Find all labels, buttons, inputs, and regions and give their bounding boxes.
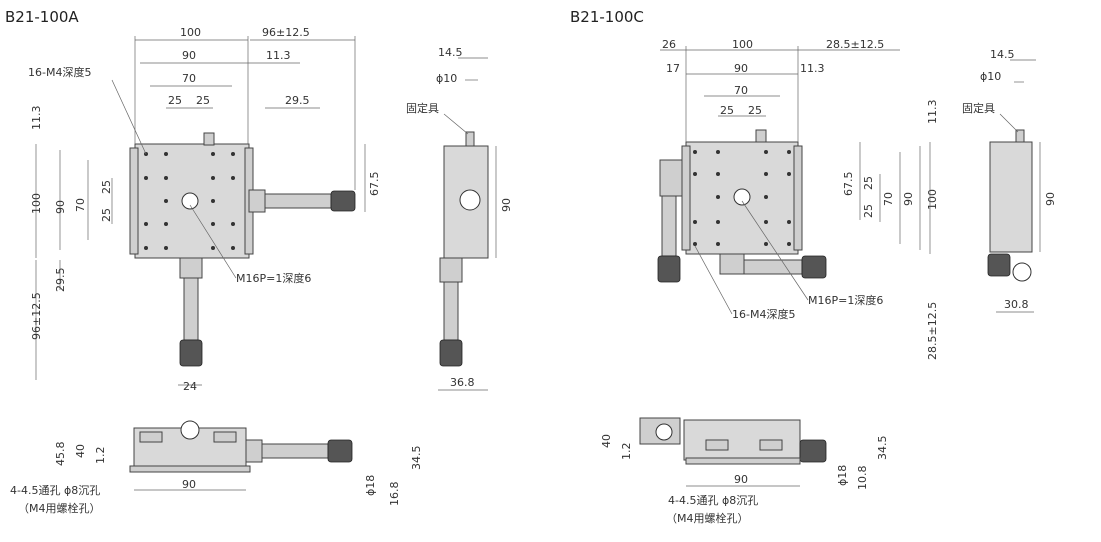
- dimension-label: 100: [926, 189, 939, 210]
- dimension-label: 90: [734, 473, 748, 486]
- dimension-label: ϕ10: [436, 72, 457, 85]
- dimension-label: 67.5: [368, 172, 381, 197]
- title-b21-100a: B21-100A: [5, 8, 79, 26]
- dimension-label: 90: [182, 478, 196, 491]
- dimension-label: 96±12.5: [262, 26, 310, 39]
- dimension-label: 29.5: [285, 94, 310, 107]
- dimension-label: 70: [74, 198, 87, 212]
- dimension-label: 11.3: [800, 62, 825, 75]
- dimension-label: 90: [1044, 192, 1057, 206]
- top-view-a: [129, 132, 356, 367]
- left-dims-a: 11.3 100 90 70 25 25 29.5 96±12.5 67.5: [30, 106, 381, 380]
- mount-label-c: 4-4.5通孔 ϕ8沉孔: [668, 494, 758, 507]
- dimension-label: 30.8: [1004, 298, 1029, 311]
- dimension-label: 90: [54, 200, 67, 214]
- dimension-label: 40: [600, 434, 613, 448]
- dimension-label: 96±12.5: [30, 292, 43, 340]
- top-dims-a: 100 96±12.5 90 11.3 70 25 25 29.5: [134, 26, 356, 190]
- dimension-label: 25: [748, 104, 762, 117]
- dimension-label: 90: [500, 198, 513, 212]
- dimension-label: 90: [182, 49, 196, 62]
- dimension-label: 14.5: [438, 46, 463, 59]
- dimension-label: 17: [666, 62, 680, 75]
- dimension-label: 11.3: [926, 100, 939, 125]
- front-view-a: 34.5 45.8 40 1.2 90 34.5 ϕ18 16.8 4-4.5通…: [10, 420, 423, 515]
- dimension-label: 25: [196, 94, 210, 107]
- dimension-label: （M4用螺栓孔）: [18, 501, 101, 515]
- side-view-a: 14.5 ϕ10 90 36.8 固定具: [406, 46, 513, 391]
- dimension-label: 100: [732, 38, 753, 51]
- dimension-label: 25: [862, 204, 875, 218]
- dimension-label: 90: [734, 62, 748, 75]
- dimension-label: 34.5: [410, 446, 423, 471]
- dimension-label: 70: [182, 72, 196, 85]
- dimension-label: 26: [662, 38, 676, 51]
- holes-label-a: 16-M4深度5: [28, 65, 91, 79]
- dimension-label: 1.2: [94, 447, 107, 465]
- front-view-c: 40 1.2 90 34.5 ϕ18 10.8 4-4.5通孔 ϕ8沉孔 （M4…: [600, 417, 889, 525]
- fix-label-a: 固定具: [406, 101, 439, 115]
- top-view-c: [657, 129, 827, 283]
- micrometer-knob-y[interactable]: [179, 339, 203, 367]
- dimension-label: 1.2: [620, 443, 633, 461]
- dimension-label: ϕ10: [980, 70, 1001, 83]
- dimension-label: 67.5: [842, 172, 855, 197]
- holes-label-c: 16-M4深度5: [732, 307, 795, 321]
- dimension-label: 90: [902, 192, 915, 206]
- dimension-label: 70: [734, 84, 748, 97]
- dimension-label: 14.5: [990, 48, 1015, 61]
- dimension-label: 34.5: [876, 436, 889, 461]
- dimension-label: 25: [720, 104, 734, 117]
- dimension-label: 25: [100, 208, 113, 222]
- mount-label-a: 4-4.5通孔 ϕ8沉孔: [10, 484, 100, 497]
- center-hole: [181, 192, 199, 210]
- dimension-label: 100: [30, 193, 43, 214]
- dimension-label: 11.3: [266, 49, 291, 62]
- m4-holes: [144, 152, 235, 250]
- dimension-label: 10.8: [856, 466, 869, 491]
- dimension-label: 25: [862, 176, 875, 190]
- dimension-label: 70: [882, 192, 895, 206]
- dimension-label: 29.5: [54, 268, 67, 293]
- dimension-label: （M4用螺栓孔）: [666, 511, 749, 525]
- dimension-label: 16.8: [388, 482, 401, 507]
- side-view-c: 14.5 ϕ10 90 30.8 固定具: [962, 48, 1057, 313]
- dimension-label: 45.8: [54, 442, 67, 467]
- dimension-label: 24: [183, 380, 197, 393]
- micrometer-knob-x[interactable]: [330, 190, 356, 212]
- dimension-label: ϕ18: [364, 475, 377, 496]
- center-label-c: M16P=1深度6: [808, 293, 883, 307]
- dimension-label: ϕ18: [836, 465, 849, 486]
- title-b21-100c: B21-100C: [570, 8, 644, 26]
- top-dims-c: 26 100 28.5±12.5 17 90 11.3 70 25 25: [660, 38, 900, 142]
- center-label-a: M16P=1深度6: [236, 271, 311, 285]
- dimension-label: 100: [180, 26, 201, 39]
- right-dims-c: 11.3 67.5 25 25 70 90 100 28.5±12.5: [842, 100, 939, 361]
- dimension-label: 25: [100, 180, 113, 194]
- dimension-label: 25: [168, 94, 182, 107]
- dimension-label: 28.5±12.5: [826, 38, 884, 51]
- micrometer-knob-c-x[interactable]: [801, 255, 827, 279]
- dimension-label: 36.8: [450, 376, 475, 389]
- dimension-label: 28.5±12.5: [926, 302, 939, 360]
- micrometer-knob-c-y[interactable]: [657, 255, 681, 283]
- dimension-label: 40: [74, 444, 87, 458]
- dimension-label: 11.3: [30, 106, 43, 131]
- fix-label-c: 固定具: [962, 101, 995, 115]
